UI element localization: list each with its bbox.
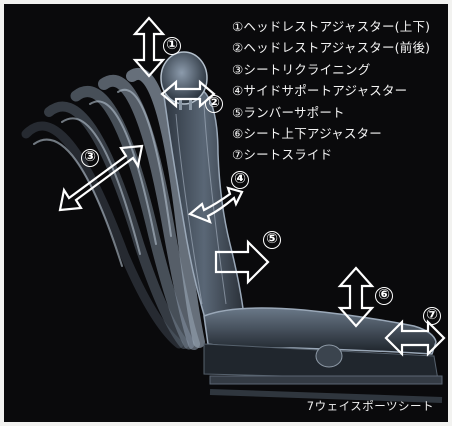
legend-item: ①ヘッドレストアジャスター(上下)	[232, 19, 431, 34]
callout-3: ③	[81, 149, 99, 167]
legend-item: ④サイドサポートアジャスター	[232, 83, 408, 99]
callout-2: ②	[205, 95, 223, 113]
recline-arrow	[58, 144, 144, 212]
recline-ghost-seatbacks	[21, 68, 205, 350]
legend-item: ⑥シート上下アジャスター	[232, 126, 382, 142]
seat-illustration	[21, 16, 446, 403]
headrest-height-arrow	[132, 16, 166, 78]
seat-illustration-panel: ① ② ③ ④ ⑤ ⑥ ⑦ ①ヘッドレストアジャスター(上下) ②ヘッドレストア…	[4, 4, 448, 422]
legend-item: ③シートリクライニング	[232, 61, 371, 77]
seat-slide-arrow	[384, 319, 446, 357]
callout-7: ⑦	[423, 307, 441, 325]
adjustment-legend: ①ヘッドレストアジャスター(上下) ②ヘッドレストアジャスター(前後) ③シート…	[232, 16, 430, 166]
headrest-tilt-arrow	[160, 79, 216, 109]
side-support-arrow	[187, 186, 244, 224]
legend-item: ②ヘッドレストアジャスター(前後)	[232, 40, 431, 56]
seat-caption: 7ウェイスポーツシート	[306, 399, 434, 413]
headrest	[160, 51, 208, 105]
callout-1: ①	[163, 37, 181, 55]
callout-5: ⑤	[263, 231, 281, 249]
recline-knob	[315, 344, 343, 368]
lumbar-arrow	[214, 239, 270, 285]
seat-rail	[209, 375, 443, 385]
legend-item: ⑦シートスライド	[232, 147, 333, 163]
seat-height-arrow	[337, 266, 375, 328]
callout-4: ④	[231, 171, 249, 189]
callout-6: ⑥	[375, 287, 393, 305]
legend-item: ⑤ランバーサポート	[232, 104, 345, 120]
